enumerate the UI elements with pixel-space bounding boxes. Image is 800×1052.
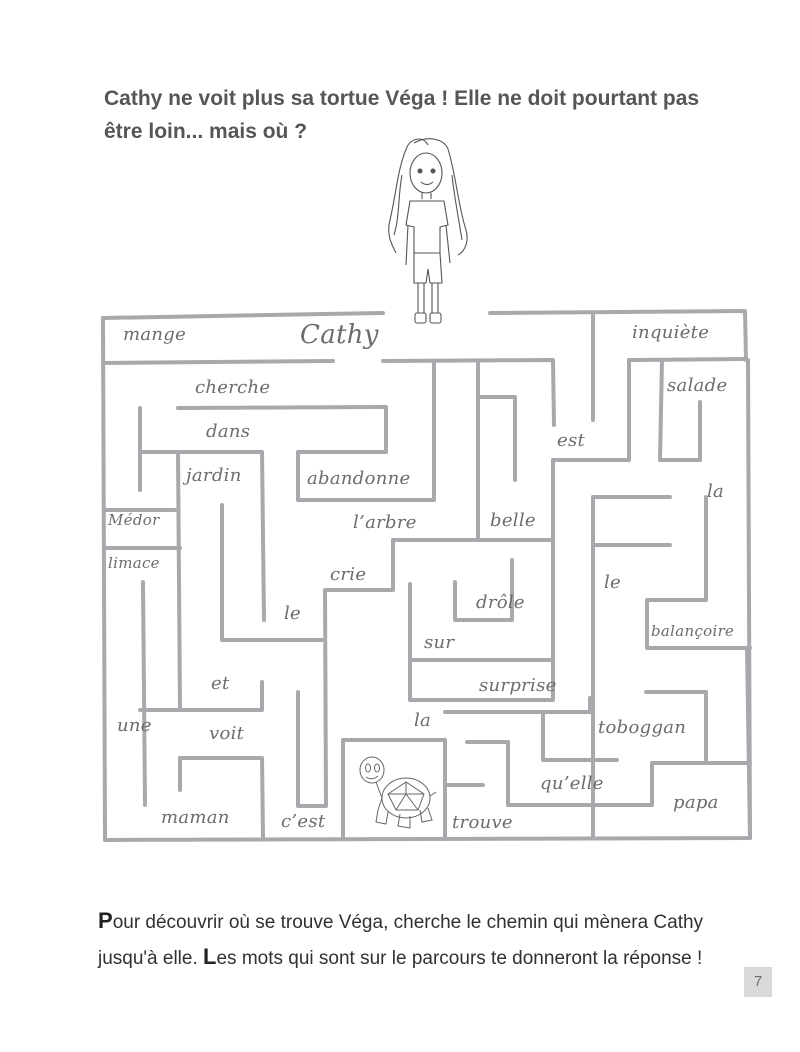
drop-cap-l: L xyxy=(203,944,217,969)
title-line-2: être loin... mais où ? xyxy=(104,120,308,143)
maze-word-cathy: Cathy xyxy=(300,320,379,350)
maze-word-inquiete: inquiète xyxy=(632,322,710,343)
maze-word-jardin: jardin xyxy=(186,465,242,486)
maze-word-dans: dans xyxy=(206,421,251,442)
maze-word-est: est xyxy=(557,430,586,451)
maze-word-le-2: le xyxy=(604,572,622,593)
turtle-illustration xyxy=(359,756,437,829)
instructions-line-2: jusqu'à elle. Les mots qui sont sur le p… xyxy=(98,940,798,976)
maze-word-limace: limace xyxy=(108,554,160,572)
maze-word-abandonne: abandonne xyxy=(307,468,411,489)
maze-word-medor: Médor xyxy=(108,511,160,529)
maze-word-quelle: qu’elle xyxy=(540,773,604,794)
maze-word-sur: sur xyxy=(424,632,455,653)
title-line-1: Cathy ne voit plus sa tortue Véga ! Elle… xyxy=(104,87,700,110)
maze-word-surprise: surprise xyxy=(479,675,557,696)
drop-cap-p: P xyxy=(98,908,113,933)
maze-word-papa: papa xyxy=(673,792,719,813)
maze-word-cest: c’est xyxy=(281,811,326,832)
maze-word-cherche: cherche xyxy=(195,377,271,398)
instructions-line-2-text: es mots qui sont sur le parcours te donn… xyxy=(216,948,703,969)
maze-word-balancoire: balançoire xyxy=(651,622,735,640)
maze-word-toboggan: toboggan xyxy=(598,717,687,738)
maze-word-salade: salade xyxy=(667,375,728,396)
maze-word-la-2: la xyxy=(414,710,432,731)
maze-word-mange: mange xyxy=(123,324,187,345)
girl-illustration xyxy=(388,138,468,324)
maze-word-crie: crie xyxy=(330,564,367,585)
maze-word-maman: maman xyxy=(161,807,230,828)
instructions-text: Pour découvrir où se trouve Véga, cherch… xyxy=(98,904,798,976)
maze-word-et: et xyxy=(211,673,230,694)
instructions-line-1: Pour découvrir où se trouve Véga, cherch… xyxy=(98,904,798,940)
maze-word-le-1: le xyxy=(284,603,302,624)
maze-word-une: une xyxy=(117,715,152,736)
instructions-line-2-start: jusqu'à elle. xyxy=(98,948,204,969)
maze-word-belle: belle xyxy=(490,510,536,531)
instructions-line-1-text: our découvrir où se trouve Véga, cherche… xyxy=(112,912,704,933)
maze-word-drole: drôle xyxy=(476,592,525,613)
page-number: 7 xyxy=(744,967,772,997)
maze-word-trouve: trouve xyxy=(452,812,513,833)
maze-word-voit: voit xyxy=(209,723,245,744)
maze-word-larbre: l’arbre xyxy=(353,512,417,533)
page-title: Cathy ne voit plus sa tortue Véga ! Elle… xyxy=(104,82,784,148)
maze-word-la-1: la xyxy=(707,481,725,502)
